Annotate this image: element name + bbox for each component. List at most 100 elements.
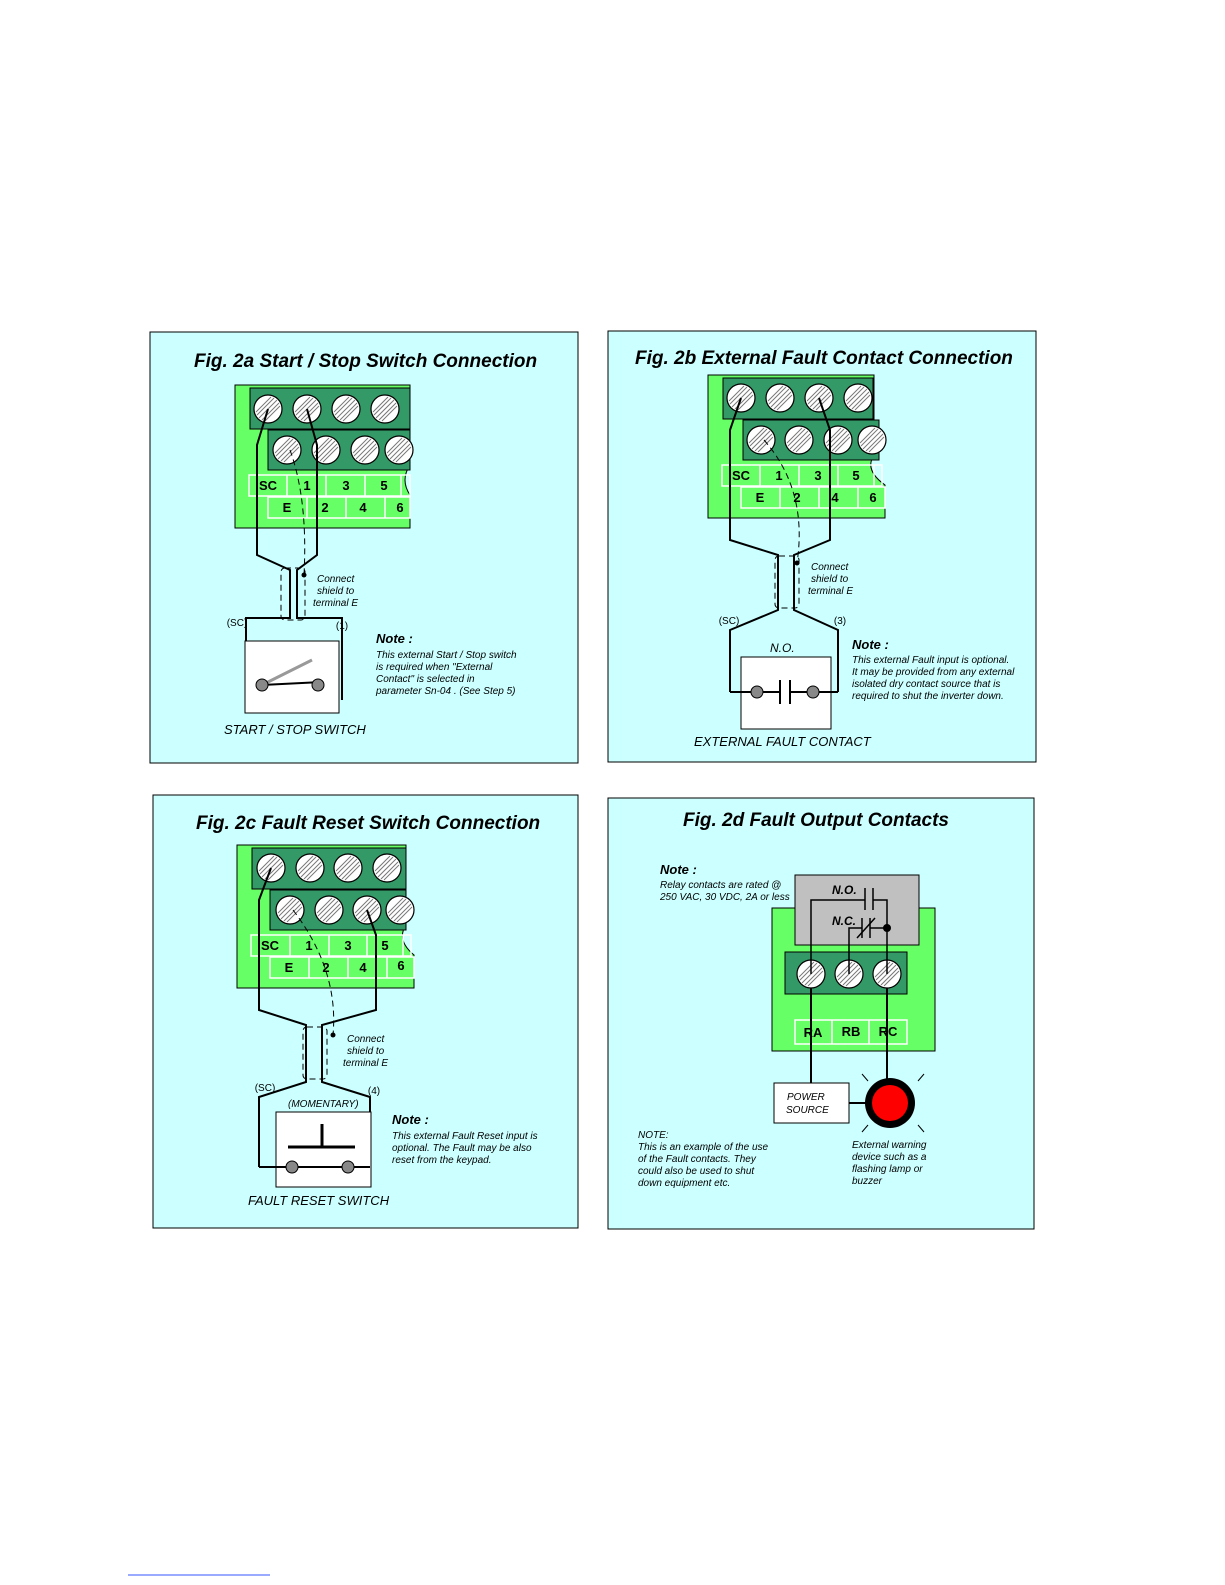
fig-2c-terminal-3: 3 [344,938,351,953]
fig-2d-relay-contacts [810,888,891,974]
fig-2c-terminal-2: 2 [322,960,329,975]
fig-2a-terminal-sc: SC [259,478,278,493]
fig-2b-panel: Fig. 2b External Fault Contact Connectio… [607,330,1037,763]
fig-2c-note-line-3: reset from the keypad. [392,1155,492,1166]
fig-2d-terminal-ra: RA [804,1025,823,1040]
fig-2d-warning-note-4: buzzer [852,1176,883,1187]
fig-2a-start-stop-switch [244,640,340,714]
fig-2b-terminal-e: E [756,490,765,505]
fig-2b-note-line-2: It may be provided from any external [852,667,1015,678]
fig-2b-terminal-sc: SC [732,468,751,483]
fig-2a-panel: Fig. 2a Start / Stop Switch Connection S… [149,331,579,764]
fig-2b-pin-3: (3) [834,616,846,627]
fig-2c-note-line-1: This external Fault Reset input is [392,1131,538,1142]
fig-2c-terminal-5: 5 [381,938,388,953]
fig-2a-terminal-4: 4 [359,500,367,515]
fig-2a-terminal-block: SC 1 3 5 E 2 4 6 [234,384,414,529]
fig-2a-terminal-1: 1 [303,478,310,493]
fig-2c-caption: FAULT RESET SWITCH [248,1193,390,1208]
fig-2d-example-note-3: of the Fault contacts. They [638,1154,757,1165]
fig-2c-pin-4: (4) [368,1086,380,1097]
fig-2d-panel: Fig. 2d Fault Output Contacts Note : Rel… [607,797,1035,1230]
fig-2d-power-source-line-1: POWER [787,1092,825,1103]
fig-2d-terminal-rb: RB [842,1024,861,1039]
fig-2b-shield-note-2: shield to [811,574,849,585]
fig-2d-external-wiring [810,988,888,1104]
fig-2a-note-heading: Note : [376,631,413,646]
fig-2a-caption: START / STOP SWITCH [224,722,366,737]
fig-2b-terminal-block: SC 1 3 5 E 2 4 6 [707,374,887,519]
fig-2a-note-line-3: Contact" is selected in [376,674,475,685]
fig-2c-terminal-6: 6 [397,958,404,973]
fig-2c-wiring [258,867,377,1167]
fig-2c-panel: Fig. 2c Fault Reset Switch Connection SC… [152,794,579,1229]
fig-2d-example-note-5: down equipment etc. [638,1178,730,1189]
fig-2c-shield-note-1: Connect [347,1034,385,1045]
fig-2d-title: Fig. 2d Fault Output Contacts [683,810,949,831]
fig-2b-terminal-3: 3 [814,468,821,483]
fig-2a-terminal-3: 3 [342,478,349,493]
fig-2d-power-source-line-2: SOURCE [786,1105,829,1116]
fig-2b-note-heading: Note : [852,637,889,652]
fig-2d-nc-label: N.C. [832,914,856,928]
fig-2a-terminal-2: 2 [321,500,328,515]
fig-2a-wiring [245,408,343,700]
fig-2d-no-label: N.O. [832,883,857,897]
fig-2b-external-fault-contact [730,656,838,730]
fig-2d-relay-board: RA RB RC [771,874,936,1052]
fig-2b-terminal-5: 5 [852,468,859,483]
fig-2d-note-line-1: Relay contacts are rated @ [660,880,781,891]
fig-2a-note-line-2: is required when "External [376,662,493,673]
fig-2a-pin-sc: (SC) [227,618,248,629]
fig-2b-wiring [729,397,839,692]
fig-2b-no-label: N.O. [770,641,795,655]
fig-2a-shield-note-3: terminal E [313,598,358,609]
fig-2c-terminal-block: SC 1 3 5 E 2 4 6 [236,844,415,989]
fig-2d-terminal-rc: RC [879,1024,898,1039]
fig-2c-note-line-2: optional. The Fault may be also [392,1143,532,1154]
fig-2c-note-heading: Note : [392,1112,429,1127]
fig-2d-warning-note-3: flashing lamp or [852,1164,923,1175]
fig-2b-terminal-6: 6 [869,490,876,505]
fig-2b-note-line-3: isolated dry contact source that is [852,679,1000,690]
fig-2d-warning-note-2: device such as a [852,1152,927,1163]
fig-2a-shield-note-2: shield to [317,586,355,597]
fig-2d-note-heading: Note : [660,862,697,877]
fig-2a-terminal-5: 5 [380,478,387,493]
fig-2b-terminal-4: 4 [831,490,839,505]
fig-2b-note-line-4: required to shut the inverter down. [852,691,1004,702]
fig-2c-terminal-1: 1 [305,938,312,953]
fig-2c-shield-note-2: shield to [347,1046,385,1057]
fig-2c-terminal-4: 4 [359,960,367,975]
fig-2a-title: Fig. 2a Start / Stop Switch Connection [194,351,537,372]
fig-2b-shield-note-1: Connect [811,562,849,573]
fig-2a-pin-1: (1) [336,621,348,632]
fig-2c-fault-reset-switch [259,1111,372,1188]
fig-2b-note-line-1: This external Fault input is optional. [852,655,1009,666]
fig-2b-terminal-1: 1 [775,468,782,483]
fig-2c-pin-sc: (SC) [255,1083,276,1094]
fig-2b-shield-note-3: terminal E [808,586,853,597]
fig-2d-note-line-2: 250 VAC, 30 VDC, 2A or less [659,892,790,903]
fig-2a-terminal-6: 6 [396,500,403,515]
fig-2b-caption: EXTERNAL FAULT CONTACT [694,734,872,749]
fig-2b-title: Fig. 2b External Fault Contact Connectio… [635,348,1013,369]
fig-2a-note-line-4: parameter Sn-04 . (See Step 5) [375,686,516,697]
fig-2a-note-line-1: This external Start / Stop switch [376,650,517,661]
fig-2a-shield-note-1: Connect [317,574,355,585]
fig-2b-terminal-2: 2 [793,490,800,505]
fig-2c-switch-type: (MOMENTARY) [288,1099,359,1110]
fig-2c-terminal-e: E [285,960,294,975]
fig-2d-warning-lamp [861,1073,925,1133]
fig-2d-example-note-2: This is an example of the use [638,1142,769,1153]
fig-2b-pin-sc: (SC) [719,616,740,627]
fig-2d-example-note-4: could also be used to shut [638,1166,755,1177]
fig-2c-terminal-sc: SC [261,938,280,953]
fig-2a-terminal-e: E [283,500,292,515]
fig-2c-shield-note-3: terminal E [343,1058,388,1069]
fig-2c-title: Fig. 2c Fault Reset Switch Connection [196,813,540,834]
fig-2d-warning-note-1: External warning [852,1140,927,1151]
fig-2d-power-source: POWER SOURCE [773,1082,850,1124]
fig-2d-example-note-1: NOTE: [638,1130,669,1141]
